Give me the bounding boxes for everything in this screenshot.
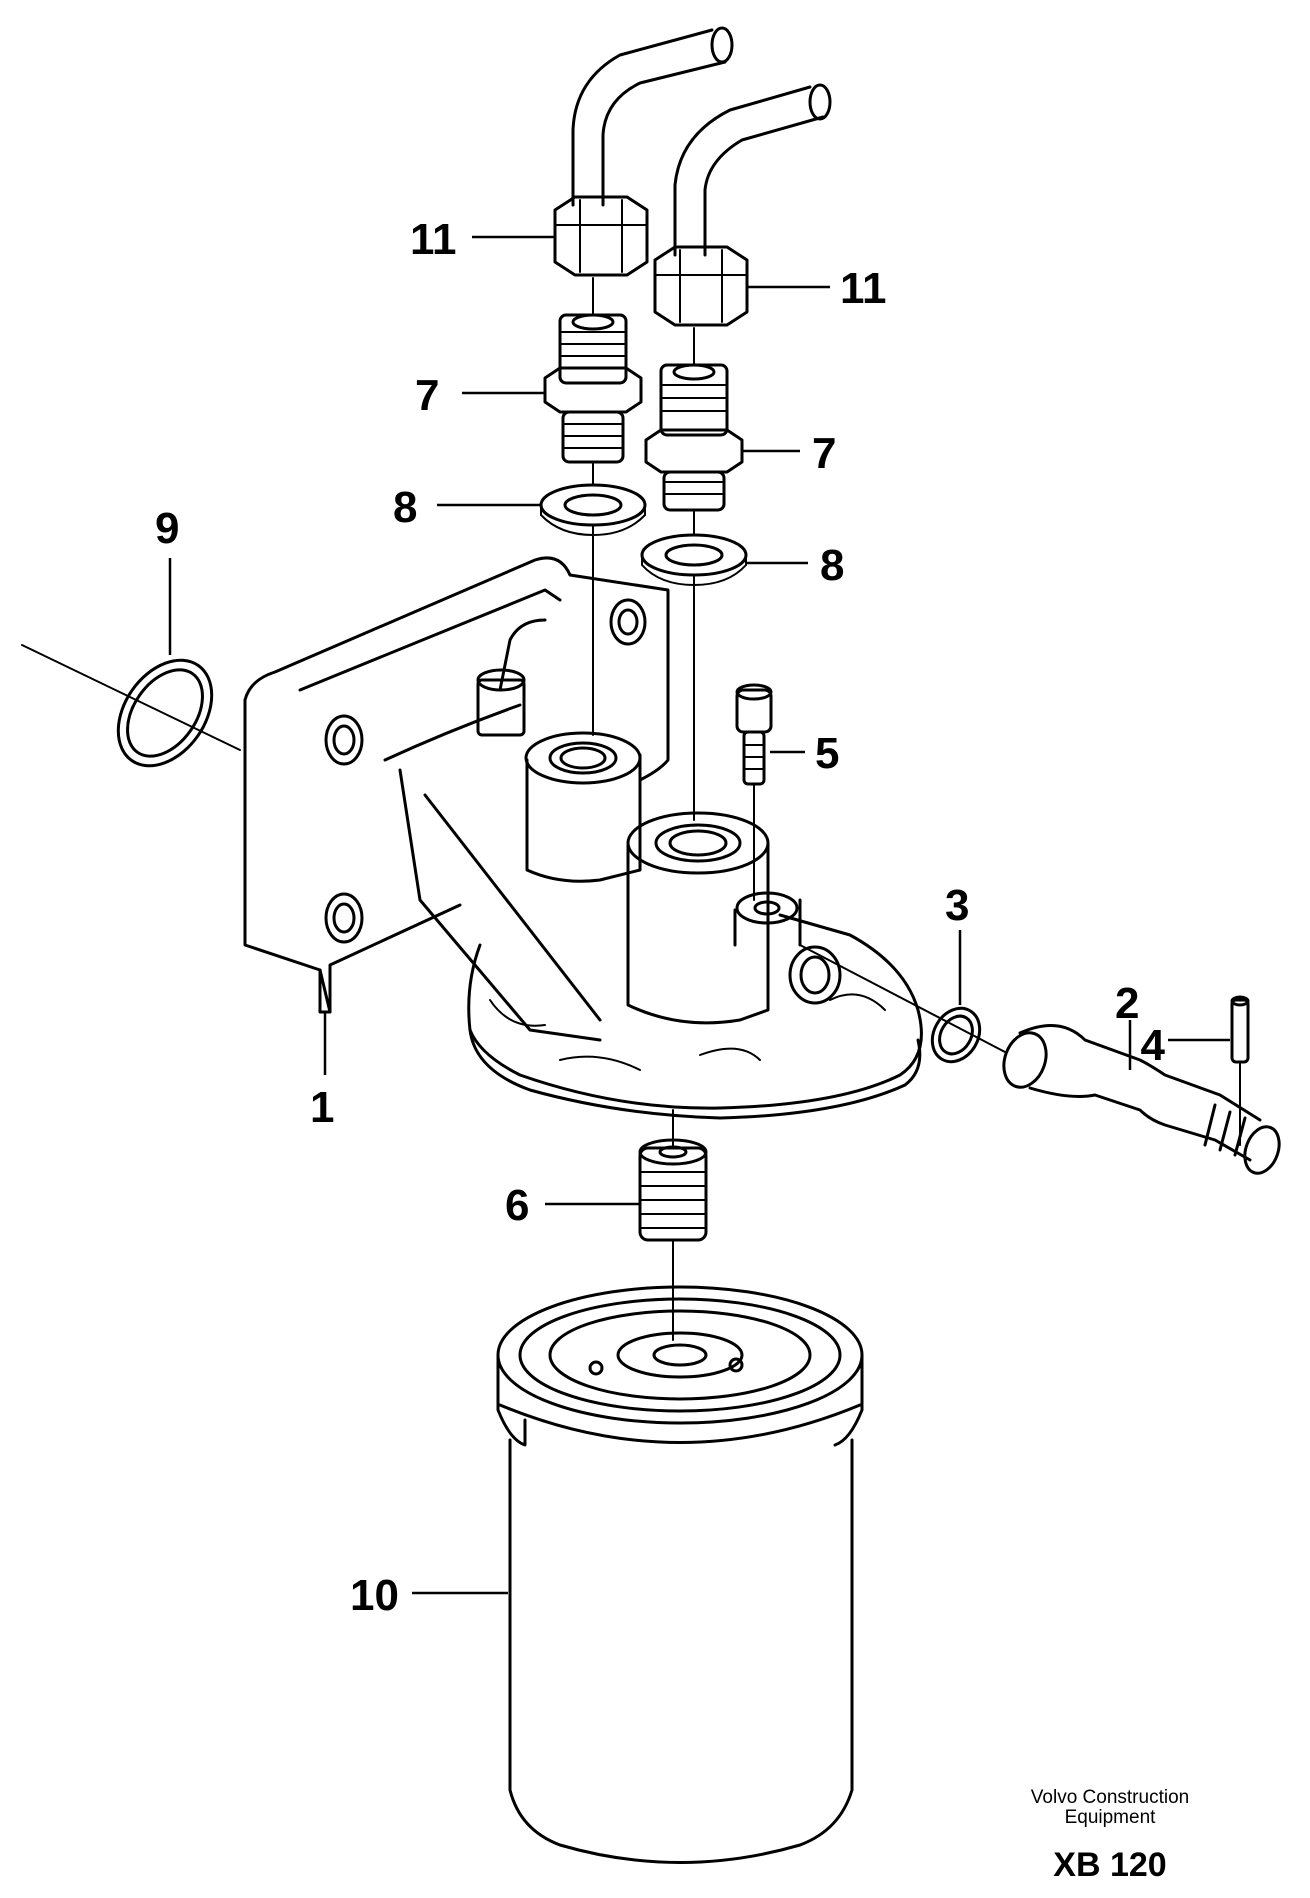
roll-pin-4 bbox=[1230, 995, 1250, 1064]
callout-2: 2 bbox=[1115, 979, 1139, 1028]
o-ring-3 bbox=[930, 1006, 982, 1064]
callout-leaders bbox=[168, 235, 1230, 1595]
pipe-with-nut-right bbox=[653, 83, 832, 327]
credit-line-2: Equipment bbox=[1064, 1807, 1156, 1828]
callout-4: 4 bbox=[1141, 1021, 1166, 1070]
callout-3: 3 bbox=[945, 881, 969, 930]
callout-1: 1 bbox=[310, 1083, 334, 1132]
callout-8-left: 8 bbox=[393, 483, 417, 532]
callout-5: 5 bbox=[815, 729, 839, 778]
callout-8-right: 8 bbox=[820, 541, 844, 590]
illustration-code: XB 120 bbox=[1053, 1846, 1167, 1884]
callout-7-left: 7 bbox=[415, 371, 439, 420]
callout-11-left: 11 bbox=[410, 215, 457, 264]
callout-10: 10 bbox=[350, 1571, 399, 1620]
credit-line-1: Volvo Construction bbox=[1030, 1787, 1190, 1808]
callout-11-right: 11 bbox=[840, 264, 887, 313]
filter-cartridge-10 bbox=[496, 1285, 864, 1864]
threaded-nipple-6 bbox=[638, 1138, 708, 1242]
adapter-nipple-right bbox=[644, 363, 744, 512]
callout-6: 6 bbox=[505, 1181, 529, 1230]
o-ring-9 bbox=[116, 658, 214, 768]
callout-7-right: 7 bbox=[812, 429, 836, 478]
socket-screw-5 bbox=[735, 683, 773, 786]
publisher-credit: Volvo Construction Equipment XB 120 bbox=[1005, 1788, 1215, 1885]
callout-9: 9 bbox=[155, 504, 179, 553]
assembly-axis-lines bbox=[21, 277, 1241, 1341]
adapter-nipple-left bbox=[543, 313, 643, 464]
pipe-with-nut-left bbox=[553, 26, 734, 277]
callout-labels: 1 2 3 4 5 6 7 7 8 8 9 10 11 11 bbox=[155, 215, 1166, 1620]
filter-head-bracket bbox=[243, 556, 923, 1120]
